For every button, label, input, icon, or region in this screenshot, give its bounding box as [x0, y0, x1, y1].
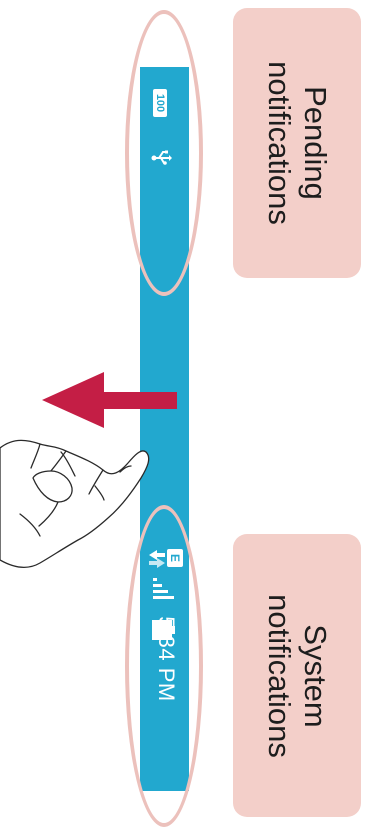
hand-icon	[0, 440, 149, 567]
swipe-arrow-icon	[42, 372, 177, 428]
